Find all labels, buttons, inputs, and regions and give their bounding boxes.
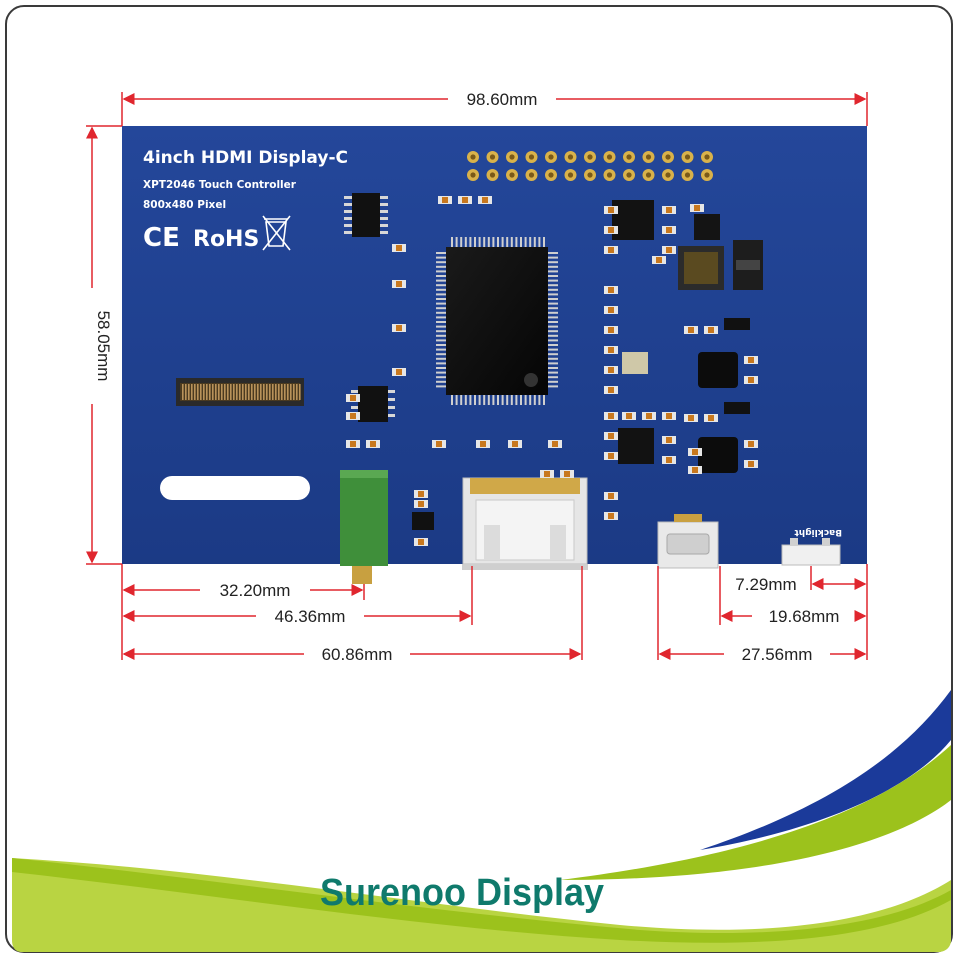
smd-components <box>346 196 758 546</box>
dim-audio-offset-label: 32.20mm <box>220 581 291 600</box>
dim-hdmi-right-label: 60.86mm <box>322 645 393 664</box>
power-components <box>412 200 763 530</box>
dimension-lines <box>86 92 868 660</box>
ic-sop-topleft <box>344 193 388 237</box>
board-title: 4inch HDMI Display-C <box>143 148 348 168</box>
board-subtitle: XPT2046 Touch Controller <box>143 179 297 191</box>
hdmi-connector <box>462 477 588 570</box>
dim-backlight-offset-label: 7.29mm <box>735 575 796 594</box>
gpio-header <box>467 151 713 181</box>
board-resolution: 800x480 Pixel <box>143 199 226 211</box>
cert-marks: CE RoHS <box>143 215 291 253</box>
fpc-connector <box>176 378 304 406</box>
ce-mark: CE <box>143 223 180 253</box>
dim-height-label: 58.05mm <box>94 311 113 382</box>
audio-jack <box>340 470 388 584</box>
backlight-label: Backlight <box>794 527 842 537</box>
weee-icon <box>262 215 291 251</box>
brand-name: Surenoo Display <box>320 872 604 914</box>
rohs-mark: RoHS <box>193 227 259 252</box>
dim-hdmi-left-label: 46.36mm <box>275 607 346 626</box>
dim-width-label: 98.60mm <box>467 90 538 109</box>
backlight-connector: Backlight <box>781 527 842 566</box>
micro-usb-connector <box>657 514 719 569</box>
pcb-board: 4inch HDMI Display-C XPT2046 Touch Contr… <box>122 126 867 584</box>
dim-backlight-width-label: 19.68mm <box>769 607 840 626</box>
ic-sop-center <box>351 386 395 422</box>
dimension-arrows <box>86 93 867 660</box>
decorative-swoosh <box>12 690 951 952</box>
dim-usb-offset-label: 27.56mm <box>742 645 813 664</box>
main-controller-chip <box>436 237 558 405</box>
mounting-slot <box>160 476 310 500</box>
